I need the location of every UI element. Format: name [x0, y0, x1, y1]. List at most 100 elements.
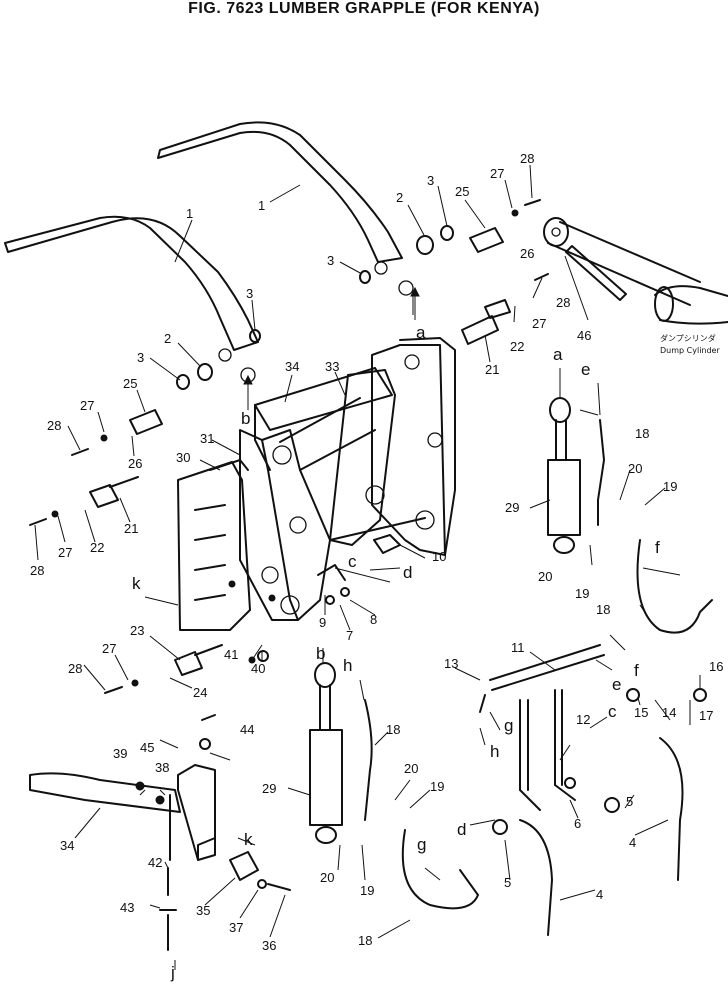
- callout-number: 25: [455, 184, 469, 199]
- callout-number: 37: [229, 920, 243, 935]
- callout-number: 5: [504, 875, 511, 890]
- callout-number: 15: [634, 705, 648, 720]
- callout-number: 19: [575, 586, 589, 601]
- callout-number: 33: [325, 359, 339, 374]
- callout-number: 22: [510, 339, 524, 354]
- callout-number: 24: [193, 685, 207, 700]
- callout-number: 1: [258, 198, 265, 213]
- callout-number: 18: [635, 426, 649, 441]
- callout-number: 11: [511, 640, 525, 655]
- dump-cylinder: [543, 217, 728, 325]
- callout-numbers: 1 1 2 3 25 27 28 3 26 28 27 22 21 46 3 2…: [30, 151, 723, 953]
- callout-number: 4: [596, 887, 603, 902]
- callout-number: 20: [628, 461, 642, 476]
- fork-assembly: [29, 714, 291, 951]
- reference-letter: a: [416, 323, 426, 342]
- figure-title: FIG. 7623 LUMBER GRAPPLE (FOR KENYA): [188, 0, 540, 17]
- callout-number: 34: [285, 359, 299, 374]
- callout-number: 25: [123, 376, 137, 391]
- callout-number: 7: [346, 628, 353, 643]
- reference-letter: j: [170, 963, 175, 982]
- callout-number: 18: [596, 602, 610, 617]
- reference-letter: g: [504, 716, 513, 735]
- callout-number: 27: [532, 316, 546, 331]
- callout-number: 6: [574, 816, 581, 831]
- dump-cylinder-note-en: Dump Cylinder: [660, 346, 720, 355]
- callout-number: 28: [47, 418, 61, 433]
- callout-number: 2: [396, 190, 403, 205]
- leader-lines: [34, 164, 701, 939]
- callout-number: 13: [444, 656, 458, 671]
- callout-number: 28: [68, 661, 82, 676]
- callout-number: 28: [556, 295, 570, 310]
- callout-number: 4: [629, 835, 636, 850]
- callout-number: 38: [155, 760, 169, 775]
- grapple-arm-left: [4, 215, 259, 383]
- reference-letter: c: [348, 552, 357, 571]
- callout-number: 3: [427, 173, 434, 188]
- callout-number: 35: [196, 903, 210, 918]
- callout-number: 17: [699, 708, 713, 723]
- reference-letter: d: [457, 820, 466, 839]
- callout-number: 1: [186, 206, 193, 221]
- reference-letter: c: [608, 702, 617, 721]
- reference-arrows: [144, 286, 681, 970]
- callout-number: 9: [319, 615, 326, 630]
- callout-number: 12: [576, 712, 590, 727]
- callout-number: 34: [60, 838, 74, 853]
- grapple-arm-right: [157, 121, 414, 296]
- callout-number: 20: [320, 870, 334, 885]
- callout-number: 8: [370, 612, 377, 627]
- callout-number: 3: [246, 286, 253, 301]
- callout-number: 20: [538, 569, 552, 584]
- callout-number: 31: [200, 431, 214, 446]
- cylinder-left: [309, 662, 373, 844]
- reference-letter: e: [581, 360, 590, 379]
- callout-number: 3: [137, 350, 144, 365]
- callout-number: 10: [432, 549, 446, 564]
- callout-number: 40: [251, 661, 265, 676]
- callout-number: 21: [124, 521, 138, 536]
- reference-letters: a b a e c d k f b h f e g h c k d g j: [132, 323, 660, 982]
- callout-number: 19: [663, 479, 677, 494]
- callout-number: 43: [120, 900, 134, 915]
- callout-number: 22: [90, 540, 104, 555]
- reference-letter: h: [343, 656, 352, 675]
- callout-number: 45: [140, 740, 154, 755]
- hoses: [401, 539, 713, 936]
- callout-number: 39: [113, 746, 127, 761]
- callout-number: 27: [102, 641, 116, 656]
- callout-number: 29: [262, 781, 276, 796]
- reference-letter: k: [132, 574, 141, 593]
- callout-number: 44: [240, 722, 254, 737]
- callout-number: 27: [80, 398, 94, 413]
- callout-number: 27: [58, 545, 72, 560]
- callout-number: 29: [505, 500, 519, 515]
- callout-number: 21: [485, 362, 499, 377]
- reference-letter: k: [244, 830, 253, 849]
- callout-number: 26: [128, 456, 142, 471]
- callout-number: 20: [404, 761, 418, 776]
- reference-letter: f: [634, 661, 639, 680]
- callout-number: 28: [520, 151, 534, 166]
- callout-number: 30: [176, 450, 190, 465]
- callout-number: 23: [130, 623, 144, 638]
- reference-letter: f: [655, 538, 660, 557]
- cylinder-right: [547, 397, 605, 554]
- callout-number: 36: [262, 938, 276, 953]
- callout-number: 2: [164, 331, 171, 346]
- callout-number: 27: [490, 166, 504, 181]
- callout-number: 3: [327, 253, 334, 268]
- callout-number: 42: [148, 855, 162, 870]
- reference-letter: b: [241, 409, 250, 428]
- callout-number: 19: [360, 883, 374, 898]
- reference-letter: e: [612, 675, 621, 694]
- reference-letter: d: [403, 563, 412, 582]
- callout-number: 16: [709, 659, 723, 674]
- reference-letter: h: [490, 742, 499, 761]
- pins-and-bolts: [29, 199, 549, 694]
- reference-letter: a: [553, 345, 563, 364]
- frame-assembly: [177, 337, 456, 631]
- callout-number: 18: [358, 933, 372, 948]
